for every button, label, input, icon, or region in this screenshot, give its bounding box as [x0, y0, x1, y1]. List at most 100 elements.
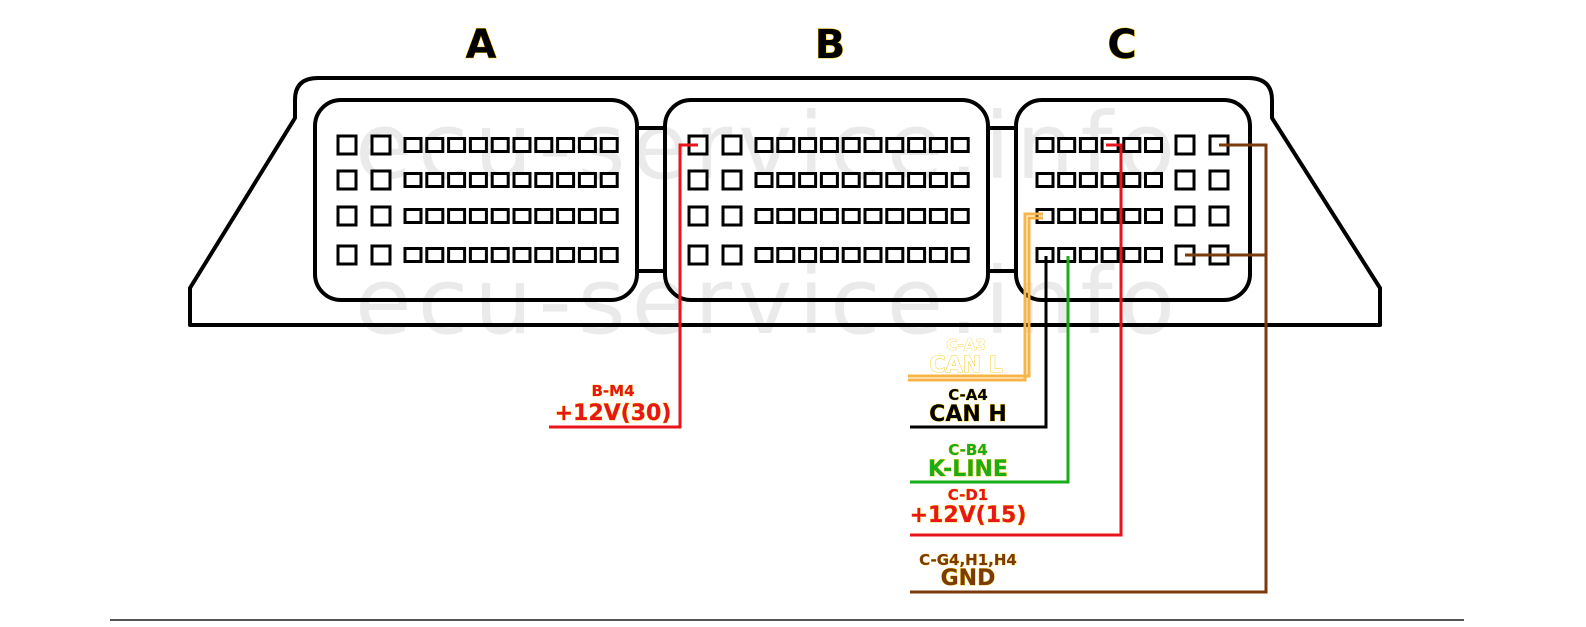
connector-c-pin — [1035, 172, 1055, 188]
label-gnd: C-G4,H1,H4 GND — [919, 551, 1017, 592]
connector-b-pin — [841, 208, 861, 224]
pin-code-c-b4: C-B4 — [948, 441, 987, 459]
connector-a-pin — [512, 137, 532, 153]
connector-a-pin — [425, 172, 445, 188]
connector-a-pin — [336, 134, 358, 156]
connector-c-pin — [1078, 247, 1098, 263]
connector-b-pin — [907, 137, 927, 153]
connector-c-label: C — [1107, 22, 1136, 68]
connector-a-pin — [370, 169, 392, 191]
connector-a-pin — [534, 208, 554, 224]
connector-b-pins — [687, 134, 970, 266]
connector-a-pin — [447, 247, 467, 263]
connector-c-pin — [1057, 172, 1077, 188]
connector-b-pin — [885, 247, 905, 263]
connector-a-label: A — [466, 22, 497, 68]
connector-c-pin — [1057, 208, 1077, 224]
connector-c-pin — [1078, 172, 1098, 188]
connector-b-pin — [841, 137, 861, 153]
connector-a-pin — [447, 208, 467, 224]
connector-b-pin — [754, 172, 774, 188]
connector-b-pin — [754, 208, 774, 224]
wires — [549, 143, 1268, 594]
connector-c-pin — [1078, 137, 1098, 153]
label-plus12v30: B-M4 +12V(30) — [554, 382, 672, 427]
connector-b-pin — [907, 247, 927, 263]
signal-name-canh: CAN H — [929, 402, 1007, 427]
connector-a-pin — [599, 172, 619, 188]
connector-b-pin — [721, 134, 743, 156]
connector-a-pin — [468, 208, 488, 224]
connector-a-pin — [534, 172, 554, 188]
connector-b-pin — [907, 208, 927, 224]
connector-b-pin — [907, 172, 927, 188]
connector-a-pin — [577, 172, 597, 188]
connector-b-pin — [687, 169, 709, 191]
connector-c-pin — [1100, 247, 1120, 263]
connector-a-pin — [599, 137, 619, 153]
connector-b-pin — [776, 247, 796, 263]
connector-a-pin — [577, 247, 597, 263]
connector-a-pin — [490, 172, 510, 188]
connector-b-pin — [776, 172, 796, 188]
signal-name-plus12v15: +12V(15) — [910, 503, 1027, 528]
connector-b-pin — [863, 208, 883, 224]
wire-canl-inner — [908, 216, 1043, 378]
label-canh: C-A4 CAN H — [929, 386, 1007, 428]
connector-b-pin — [798, 208, 818, 224]
connector-a-pin — [403, 208, 423, 224]
connector-b-pin — [754, 247, 774, 263]
shell-bridge-bc — [988, 126, 1016, 273]
connector-c-pin — [1208, 205, 1230, 227]
connector-a-pin — [425, 208, 445, 224]
pin-code-c-a4: C-A4 — [948, 386, 988, 404]
pin-code-b-m4: B-M4 — [591, 382, 634, 400]
connector-a-pin — [577, 208, 597, 224]
connector-a-pin — [512, 208, 532, 224]
connector-c-pin — [1144, 137, 1163, 153]
connector-b-pin — [928, 137, 948, 153]
wire-plus12v30 — [549, 143, 698, 429]
connector-b-pin — [950, 172, 970, 188]
connector-c-pin — [1208, 169, 1230, 191]
connector-a-pin — [490, 208, 510, 224]
connector-a-pin — [336, 205, 358, 227]
wire-canh — [910, 256, 1048, 429]
connector-c-pin — [1122, 247, 1142, 263]
connector-c-pin — [1100, 172, 1120, 188]
connector-c-pin — [1057, 137, 1077, 153]
connector-a-pin — [468, 137, 488, 153]
connector-c-pin — [1174, 169, 1196, 191]
ecu-housing — [188, 76, 1382, 327]
signal-name-canl: CAN L — [929, 353, 1002, 378]
connector-a-pin — [556, 247, 576, 263]
wire-canl-outer — [908, 212, 1043, 382]
connector-a-pin — [447, 172, 467, 188]
connector-a-pin — [403, 247, 423, 263]
connector-b-shell — [663, 98, 990, 302]
connector-b-pin — [885, 137, 905, 153]
connector-a-pin — [534, 137, 554, 153]
connector-b-pin — [863, 137, 883, 153]
connector-b-pin — [885, 172, 905, 188]
shell-bridge-ab — [637, 126, 665, 273]
connector-c-pin — [1122, 172, 1142, 188]
connector-a-pin — [336, 244, 358, 266]
connector-b-pin — [776, 137, 796, 153]
signal-name-kline: K-LINE — [928, 457, 1008, 482]
connector-c-pin — [1035, 208, 1055, 224]
signal-name-plus12v30: +12V(30) — [555, 401, 672, 426]
connector-b-pin — [950, 247, 970, 263]
pin-code-c-d1: C-D1 — [948, 486, 988, 504]
connector-a-pin — [512, 247, 532, 263]
connector-a-pin — [577, 137, 597, 153]
label-kline: C-B4 K-LINE — [928, 441, 1009, 483]
connector-a-pin — [512, 172, 532, 188]
connector-a-pin — [556, 172, 576, 188]
pin-code-c-a3: C-A3 — [946, 336, 986, 354]
connector-a-pin — [370, 244, 392, 266]
connector-b-pin — [863, 247, 883, 263]
connector-c-pin — [1122, 208, 1142, 224]
connector-b-pin — [687, 244, 709, 266]
